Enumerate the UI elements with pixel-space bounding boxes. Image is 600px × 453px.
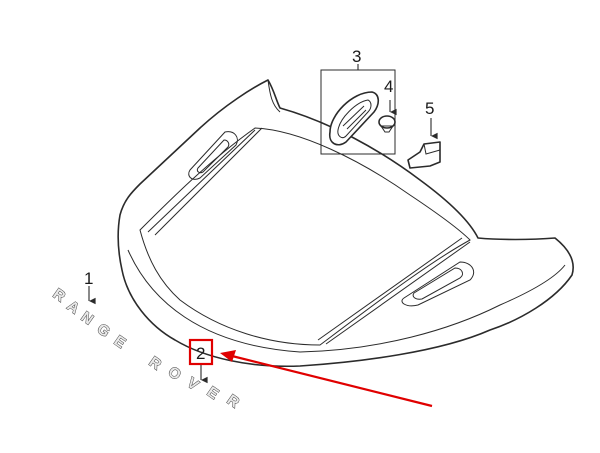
badge-letter: A bbox=[64, 297, 83, 317]
callout-4: 4 bbox=[384, 77, 393, 96]
hood-panel bbox=[117, 79, 574, 368]
part-5-bracket bbox=[407, 118, 441, 169]
badge-letter: E bbox=[111, 332, 129, 352]
badge-letter: R bbox=[50, 285, 69, 305]
hood-vent-left bbox=[188, 131, 238, 180]
badge-letter: R bbox=[224, 391, 243, 411]
badge-letter: G bbox=[94, 320, 113, 341]
callout-5: 5 bbox=[425, 99, 434, 118]
part-4-clip bbox=[378, 100, 397, 133]
callout-1: 1 bbox=[84, 269, 93, 288]
callout-2: 2 bbox=[196, 344, 205, 363]
badge-letter: O bbox=[165, 363, 185, 384]
badge-letter: N bbox=[78, 308, 97, 328]
callout-3: 3 bbox=[352, 47, 361, 66]
pointer-arrow bbox=[220, 350, 433, 408]
badge-letter: R bbox=[146, 353, 165, 373]
highlight-box bbox=[188, 338, 214, 366]
badge-letter: E bbox=[204, 383, 222, 403]
badge-letter: V bbox=[184, 374, 202, 394]
hood-vent-right bbox=[401, 261, 475, 307]
